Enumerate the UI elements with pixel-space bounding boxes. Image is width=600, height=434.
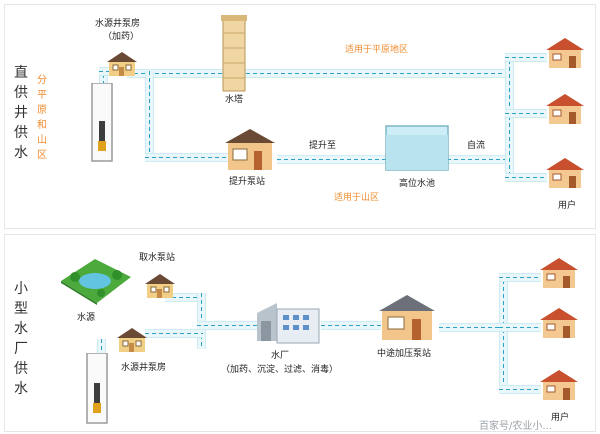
pipe-from-booster (439, 323, 501, 332)
mountain-use-label: 适用于山区 (334, 193, 380, 203)
pipe-drop-mountain (145, 71, 154, 155)
source-label: 水源 (77, 313, 96, 323)
pipe-intake-out (165, 293, 203, 302)
panel2-title: 小型水厂供水 (14, 281, 28, 397)
pipe-to-booster (321, 321, 381, 330)
pipe-to-pump-station (145, 153, 229, 162)
direct-well-supply-panel: 直供井供水 分平原和山区 水源井泵房 （加药） 水塔 适用于平原地区 提升泵站 … (4, 4, 596, 229)
panel1-title: 直供井供水 (14, 65, 28, 161)
well-pump-icon (85, 353, 109, 425)
user-house-icon (539, 307, 579, 339)
pipe-well-top (99, 67, 117, 76)
pipe-user-1 (505, 53, 547, 62)
user-house-icon (545, 93, 585, 125)
pump-station-icon (223, 127, 277, 171)
pipe-gravity (447, 155, 507, 164)
water-plant-icon (253, 299, 325, 345)
users-label: 用户 (558, 201, 577, 211)
small-plant-supply-panel: 小型水厂供水 水源 取水泵站 水源井泵房 水厂 （加药、沉淀、过滤、消毒） 中途… (4, 234, 596, 432)
pipe-lift (277, 155, 387, 164)
booster-station-icon (377, 293, 437, 341)
user-house-icon (539, 369, 579, 401)
plant-label: 水厂 (271, 351, 290, 361)
pipe-well-riser (99, 67, 108, 89)
intake-label: 取水泵站 (139, 253, 176, 263)
well-house-icon (105, 51, 139, 77)
users-label: 用户 (551, 413, 570, 423)
pipe-user-2-1 (499, 273, 541, 282)
pipe-user-2-2 (499, 323, 541, 332)
pipe-distribution-2 (499, 273, 508, 393)
pipe-to-plant (197, 321, 257, 330)
user-house-icon (545, 37, 585, 69)
watermark: 百家号/农业小... (479, 421, 552, 432)
pipe-user-3 (505, 173, 547, 182)
pipe-wellhouse-out (145, 329, 203, 338)
user-house-icon (539, 257, 579, 289)
pipe-main-plain (127, 69, 507, 78)
high-pool-label: 高位水池 (399, 179, 436, 189)
pipe-user-2 (505, 109, 547, 118)
tower-label: 水塔 (225, 95, 244, 105)
pipe-well2-riser (97, 339, 106, 359)
dosing-label: （加药） (103, 32, 140, 42)
well-house-icon (115, 327, 149, 353)
well-pump-icon (90, 83, 114, 163)
pipe-user-2-3 (499, 385, 541, 394)
high-pool-icon (385, 125, 449, 171)
well-house-label: 水源井泵房 (95, 19, 141, 29)
plant-process-label: （加药、沉淀、过滤、消毒） (221, 365, 339, 375)
booster-label: 中途加压泵站 (377, 349, 432, 359)
well-house-label: 水源井泵房 (121, 363, 167, 373)
panel1-subtitle: 分平原和山区 (37, 75, 47, 161)
pump-station-label: 提升泵站 (229, 177, 266, 187)
plain-use-label: 适用于平原地区 (345, 45, 409, 55)
water-tower-icon (221, 13, 247, 93)
water-source-pond-icon (57, 255, 133, 305)
intake-station-icon (143, 273, 177, 299)
lift-to-label: 提升至 (309, 141, 337, 151)
user-house-icon (545, 157, 585, 189)
gravity-label: 自流 (467, 141, 486, 151)
